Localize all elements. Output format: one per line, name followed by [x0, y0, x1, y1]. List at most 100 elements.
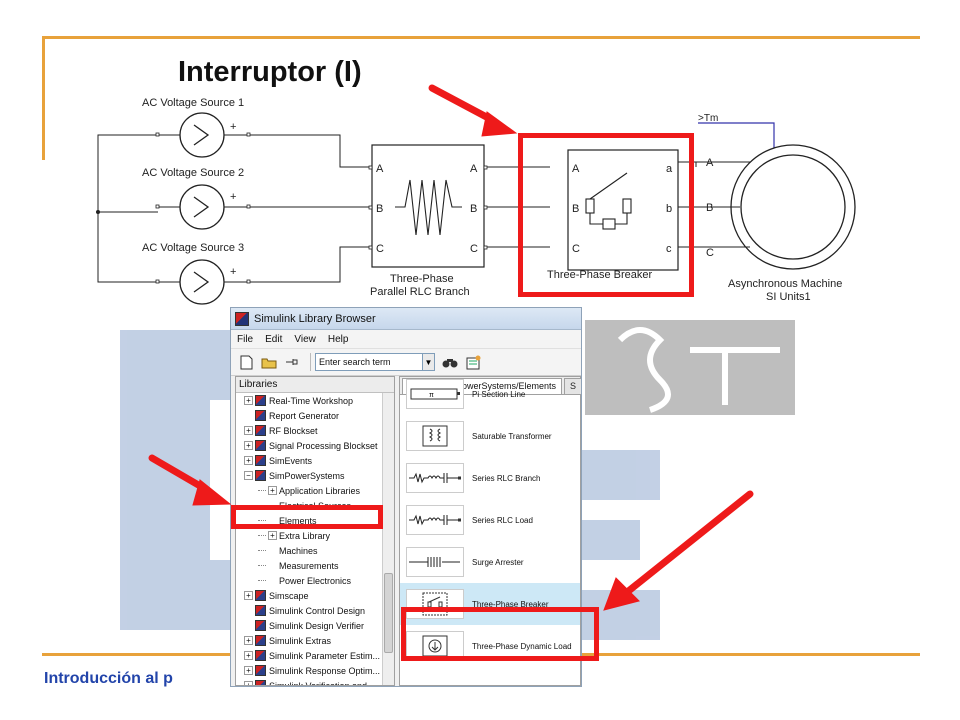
menu-view[interactable]: View — [294, 333, 316, 345]
svg-text:C: C — [706, 247, 714, 259]
expand-icon[interactable]: + — [244, 426, 253, 435]
tree-item[interactable]: Simulink Control Design — [236, 603, 382, 618]
library-icon — [255, 620, 266, 631]
slide-frame-left — [42, 36, 45, 160]
tree-item[interactable]: +Extra Library — [236, 528, 382, 543]
svg-text:A: A — [470, 163, 478, 175]
tree-item[interactable]: +Real-Time Workshop — [236, 393, 382, 408]
library-icon — [255, 455, 266, 466]
tree-connector — [258, 520, 266, 521]
tree-item[interactable]: +Simulink Response Optim... — [236, 663, 382, 678]
pi-line-icon: π — [406, 379, 464, 409]
library-icon — [255, 410, 266, 421]
ac-voltage-source-1[interactable]: AC Voltage Source 1 + — [142, 97, 244, 158]
pin-icon[interactable] — [283, 353, 301, 371]
menu-bar: File Edit View Help — [231, 330, 581, 348]
find-binoculars-icon[interactable] — [441, 353, 459, 371]
rlc-label-line2: Parallel RLC Branch — [370, 286, 470, 298]
transformer-icon — [406, 421, 464, 451]
block-list-item[interactable]: Series RLC Load — [400, 499, 580, 541]
library-icon — [255, 425, 266, 436]
rlc-load-icon — [406, 505, 464, 535]
expand-icon[interactable]: + — [244, 636, 253, 645]
block-list-item[interactable]: Series RLC Branch — [400, 457, 580, 499]
tree-item-label: Simulink Control Design — [269, 605, 366, 616]
plus-sign: + — [230, 266, 236, 278]
tree-item[interactable]: Power Electronics — [236, 573, 382, 588]
tree-item-label: Simulink Verification and ... — [269, 681, 377, 686]
block-list-item[interactable]: Three-Phase Breaker — [400, 583, 580, 625]
new-model-icon[interactable] — [237, 353, 255, 371]
search-dropdown-icon[interactable]: ▼ — [423, 353, 435, 371]
expand-icon[interactable]: + — [244, 591, 253, 600]
tree-item[interactable]: Measurements — [236, 558, 382, 573]
plus-sign: + — [230, 191, 236, 203]
expand-icon[interactable]: + — [244, 666, 253, 675]
block-list-item[interactable]: Saturable Transformer — [400, 415, 580, 457]
expand-icon[interactable]: + — [244, 681, 253, 685]
svg-text:B: B — [470, 203, 477, 215]
expand-icon[interactable]: + — [244, 396, 253, 405]
breaker-label: Three-Phase Breaker — [547, 269, 652, 281]
tm-port: >Tm — [698, 113, 718, 124]
window-titlebar[interactable]: Simulink Library Browser — [231, 308, 581, 330]
three-phase-rlc-branch[interactable]: A B C A B C Three-Phase Parallel RLC Bra… — [370, 144, 485, 298]
tree-item-label: SimPowerSystems — [269, 470, 345, 481]
ac-voltage-source-2[interactable]: AC Voltage Source 2 + — [142, 167, 244, 230]
tree-item[interactable]: + Simulink Verification and ... — [236, 678, 382, 685]
tree-scrollbar-thumb[interactable] — [384, 573, 393, 653]
three-phase-breaker-block[interactable]: A B C a b c Three-Phase Breaker — [547, 149, 679, 281]
svg-text:A: A — [706, 157, 714, 169]
tree-item[interactable]: +Signal Processing Blockset — [236, 438, 382, 453]
tree-item[interactable]: Machines — [236, 543, 382, 558]
menu-file[interactable]: File — [237, 333, 254, 345]
menu-help[interactable]: Help — [327, 333, 349, 345]
tree-item[interactable]: +Simulink Extras — [236, 633, 382, 648]
menu-edit[interactable]: Edit — [265, 333, 283, 345]
asynchronous-machine[interactable]: >Tm A B C Asynchronous Machine SI Units1 — [698, 113, 856, 303]
simulink-library-browser-window[interactable]: Simulink Library Browser File Edit View … — [230, 307, 582, 687]
collapse-icon[interactable]: − — [244, 471, 253, 480]
expand-icon[interactable]: + — [244, 441, 253, 450]
expand-icon[interactable]: + — [244, 456, 253, 465]
ac-voltage-source-3[interactable]: AC Voltage Source 3 + — [142, 242, 244, 305]
libraries-header: Libraries — [236, 377, 394, 393]
library-icon — [255, 605, 266, 616]
tree-item[interactable]: +SimEvents — [236, 453, 382, 468]
search-input[interactable] — [315, 353, 423, 371]
block-list-item[interactable]: Surge Arrester — [400, 541, 580, 583]
tree-item[interactable]: +RF Blockset — [236, 423, 382, 438]
tree-item[interactable]: − SimPowerSystems — [236, 468, 382, 483]
tree-item-label: Report Generator — [269, 410, 340, 421]
tree-item-label: Extra Library — [279, 530, 331, 541]
svg-text:c: c — [666, 243, 672, 255]
tree-item-label: Power Electronics — [279, 575, 352, 586]
tree-item[interactable]: Simulink Design Verifier — [236, 618, 382, 633]
tree-connector — [258, 535, 266, 536]
tree-item[interactable]: Report Generator — [236, 408, 382, 423]
library-options-icon[interactable] — [464, 353, 482, 371]
tab-second[interactable]: S — [564, 378, 581, 394]
tree-item[interactable]: Elements — [236, 513, 382, 528]
tree-item[interactable]: + Simulink Parameter Estim... — [236, 648, 382, 663]
circuit-diagram: AC Voltage Source 1 + AC Voltage Source … — [96, 97, 856, 305]
svg-text:π: π — [429, 392, 434, 399]
tree-item[interactable]: +Application Libraries — [236, 483, 382, 498]
expand-icon[interactable]: + — [268, 531, 277, 540]
tree-item-label: Simulink Parameter Estim... — [269, 650, 381, 661]
tree-scrollbar[interactable] — [382, 393, 394, 685]
open-folder-icon[interactable] — [260, 353, 278, 371]
expand-icon[interactable]: + — [244, 651, 253, 660]
svg-text:b: b — [666, 203, 672, 215]
slide-frame-top — [42, 36, 920, 39]
block-label: Series RLC Branch — [472, 473, 541, 483]
expand-icon[interactable]: + — [268, 486, 277, 495]
window-title: Simulink Library Browser — [254, 312, 376, 325]
block-label: Saturable Transformer — [472, 431, 552, 441]
tree-item[interactable]: +Simscape — [236, 588, 382, 603]
source-label: AC Voltage Source 1 — [142, 97, 244, 109]
library-icon — [255, 590, 266, 601]
